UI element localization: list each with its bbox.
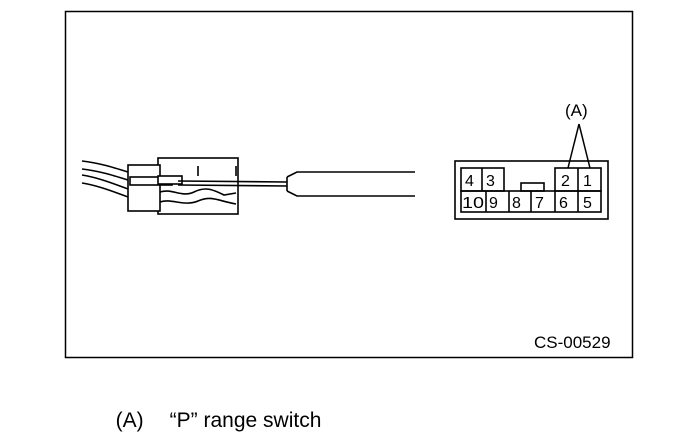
caption-text: “P” range switch: [169, 409, 322, 432]
switch-connector: [454, 160, 609, 220]
pin-label: 5: [583, 195, 592, 212]
pin-label: 1: [583, 173, 592, 190]
harness-connector: [127, 157, 239, 215]
callout-leader: [567, 123, 591, 169]
callout-label: (A): [565, 101, 588, 120]
pin-label: 4: [465, 173, 474, 190]
pin-label: 2: [561, 173, 570, 190]
tester-probe: [177, 171, 415, 197]
harness-wires: [81, 160, 132, 199]
pin-label: 3: [486, 173, 495, 190]
pin-label: 8: [512, 195, 521, 212]
figure-frame: [64, 10, 634, 359]
figure-code: CS-00529: [534, 333, 611, 352]
caption: (A) “P” range switch: [104, 385, 322, 433]
pin-label: 10: [462, 195, 484, 212]
pin-label: 7: [535, 195, 544, 212]
caption-key: (A): [115, 409, 144, 432]
pin-label: 9: [489, 195, 498, 212]
pin-label: 6: [559, 195, 568, 212]
